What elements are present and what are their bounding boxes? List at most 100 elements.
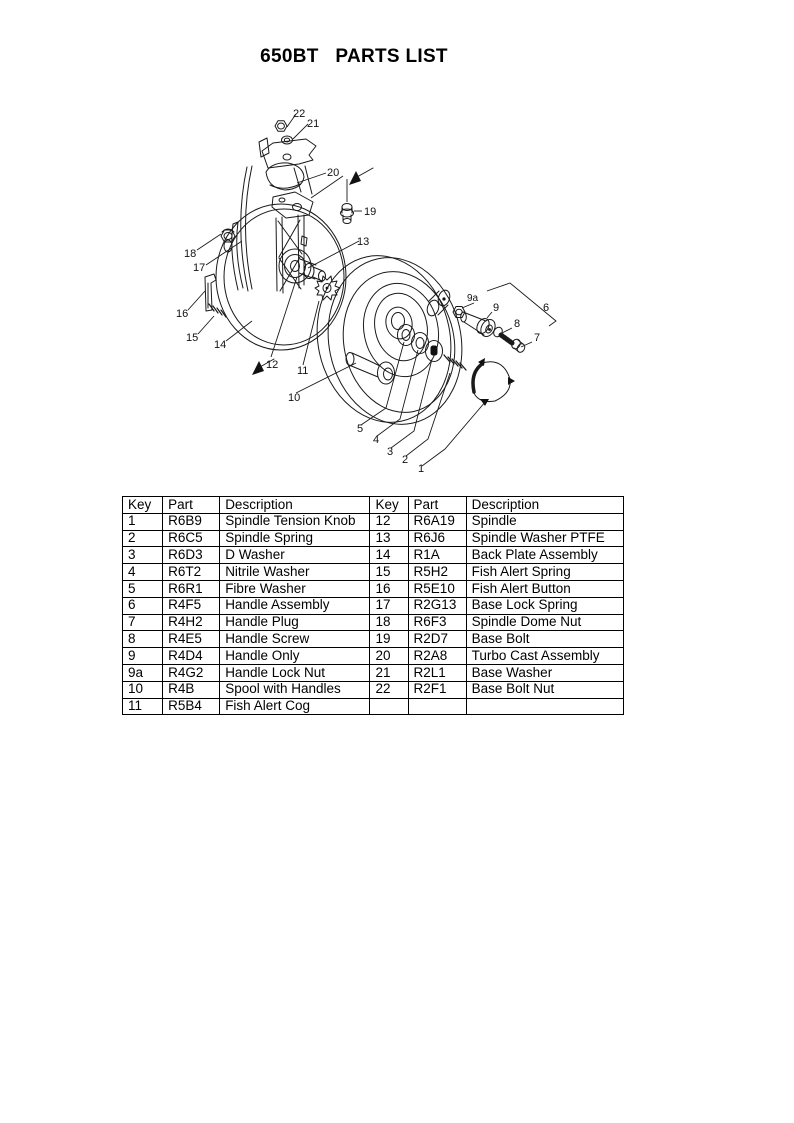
callout-label-6: 6: [543, 302, 549, 314]
callout-label-13: 13: [357, 236, 369, 248]
cell-part: R2D7: [407, 630, 467, 649]
header-part-right: Part: [407, 496, 467, 514]
cell-part: R4G2: [162, 663, 221, 682]
header-description-left: Description: [219, 496, 371, 514]
cell-part: R2G13: [407, 596, 467, 615]
cell-key: 19: [369, 630, 409, 649]
cell-description: Base Bolt Nut: [465, 680, 625, 699]
cell-part: R4H2: [162, 613, 221, 632]
callout-label-9a: 9a: [467, 293, 479, 304]
parts-table-row: 11 R5B4 Fish Alert Cog: [121, 697, 625, 716]
top-fasteners-drawing: [274, 120, 354, 224]
cell-key: 9a: [121, 663, 164, 682]
cell-description: Handle Only: [219, 647, 371, 665]
cell-key: 5: [121, 579, 164, 598]
cell-key: 12: [369, 512, 409, 531]
cell-key: 11: [121, 697, 164, 716]
exploded-diagram-svg: 22 21 20 19 13 18 17 16 15 14 12 11 10 9…: [176, 108, 557, 475]
cell-description: Handle Plug: [219, 613, 371, 632]
callout-label-12: 12: [266, 359, 278, 371]
washers-and-knob-drawing: [397, 324, 515, 406]
callout-label-11: 11: [297, 365, 308, 377]
callout-label-1: 1: [418, 463, 424, 475]
cell-part: R6J6: [407, 529, 467, 548]
cell-description: D Washer: [219, 546, 371, 565]
cell-part: R5B4: [162, 697, 221, 716]
cell-key: 8: [121, 630, 164, 649]
spool-drawing: [316, 255, 463, 425]
cell-description: Handle Lock Nut: [219, 663, 371, 682]
callout-label-18: 18: [184, 248, 196, 260]
cell-key: 20: [369, 647, 409, 665]
callout-label-5: 5: [357, 423, 363, 435]
cell-part: R2L1: [407, 663, 467, 682]
parts-table-row: 3 R6D3 D Washer 14 R1A Back Plate Assemb…: [121, 546, 625, 565]
parts-table-row: 6 R4F5 Handle Assembly 17 R2G13 Base Loc…: [121, 596, 625, 615]
callout-label-9: 9: [493, 302, 499, 314]
cell-key: 14: [369, 546, 409, 565]
cell-key: 6: [121, 596, 164, 615]
cell-description: Spool with Handles: [219, 680, 371, 699]
cell-part: R5H2: [407, 563, 467, 581]
callout-label-8: 8: [514, 318, 520, 330]
cell-key: 22: [369, 680, 409, 699]
parts-table-row: 8 R4E5 Handle Screw 19 R2D7 Base Bolt: [121, 630, 625, 649]
callout-label-20: 20: [327, 167, 339, 179]
parts-table-row: 4 R6T2 Nitrile Washer 15 R5H2 Fish Alert…: [121, 563, 625, 581]
parts-table-row: 7 R4H2 Handle Plug 18 R6F3 Spindle Dome …: [121, 613, 625, 632]
callout-label-21: 21: [307, 118, 319, 130]
header-part-left: Part: [162, 496, 221, 514]
cell-description: Nitrile Washer: [219, 563, 371, 581]
callout-label-15: 15: [186, 332, 198, 344]
cell-part: R4F5: [162, 596, 221, 615]
cell-key: 7: [121, 613, 164, 632]
cell-key: 1: [121, 512, 164, 531]
callout-label-22: 22: [293, 108, 305, 120]
cell-key: 10: [121, 680, 164, 699]
callout-labels: 22 21 20 19 13 18 17 16 15 14 12 11 10 9…: [176, 108, 549, 475]
cell-description: Turbo Cast Assembly: [465, 647, 625, 665]
cell-key: 21: [369, 663, 409, 682]
cell-part: R6D3: [162, 546, 221, 565]
cell-description: Fish Alert Button: [465, 579, 625, 598]
cell-key: 16: [369, 579, 409, 598]
cell-part: R6F3: [407, 613, 467, 632]
callout-leader-lines: [187, 113, 557, 467]
parts-table-row: 5 R6R1 Fibre Washer 16 R5E10 Fish Alert …: [121, 579, 625, 598]
cell-description: Base Lock Spring: [465, 596, 625, 615]
cell-key: [369, 697, 409, 716]
cell-key: 15: [369, 563, 409, 581]
cell-description: Handle Screw: [219, 630, 371, 649]
cell-part: R1A: [407, 546, 467, 565]
cell-key: 3: [121, 546, 164, 565]
cell-key: 18: [369, 613, 409, 632]
cell-description: Spindle Dome Nut: [465, 613, 625, 632]
cell-key: 2: [121, 529, 164, 548]
callout-label-16: 16: [176, 308, 188, 320]
cell-part: [407, 697, 467, 716]
handle-assembly-drawing: [452, 306, 526, 353]
cell-part: R6T2: [162, 563, 221, 581]
callout-label-17: 17: [193, 262, 205, 274]
cell-description: Spindle Tension Knob: [219, 512, 371, 531]
page-title: 650BT PARTS LIST: [260, 46, 448, 67]
callout-label-10: 10: [288, 392, 300, 404]
header-key-right: Key: [369, 496, 409, 514]
cell-part: R2F1: [407, 680, 467, 699]
cell-description: Spindle: [465, 512, 625, 531]
cell-part: R5E10: [407, 579, 467, 598]
header-key-left: Key: [121, 496, 164, 514]
cell-part: R4D4: [162, 647, 221, 665]
callout-label-4: 4: [373, 434, 379, 446]
cell-description: Handle Assembly: [219, 596, 371, 615]
cell-description: Spindle Spring: [219, 529, 371, 548]
cell-part: R4B: [162, 680, 221, 699]
callout-label-14: 14: [214, 339, 226, 351]
cell-description: Spindle Washer PTFE: [465, 529, 625, 548]
parts-table-row: 2 R6C5 Spindle Spring 13 R6J6 Spindle Wa…: [121, 529, 625, 548]
cell-part: R6B9: [162, 512, 221, 531]
cell-key: 13: [369, 529, 409, 548]
cell-description: Fibre Washer: [219, 579, 371, 598]
parts-table-header-row: Key Part Description Key Part Descriptio…: [121, 496, 625, 514]
